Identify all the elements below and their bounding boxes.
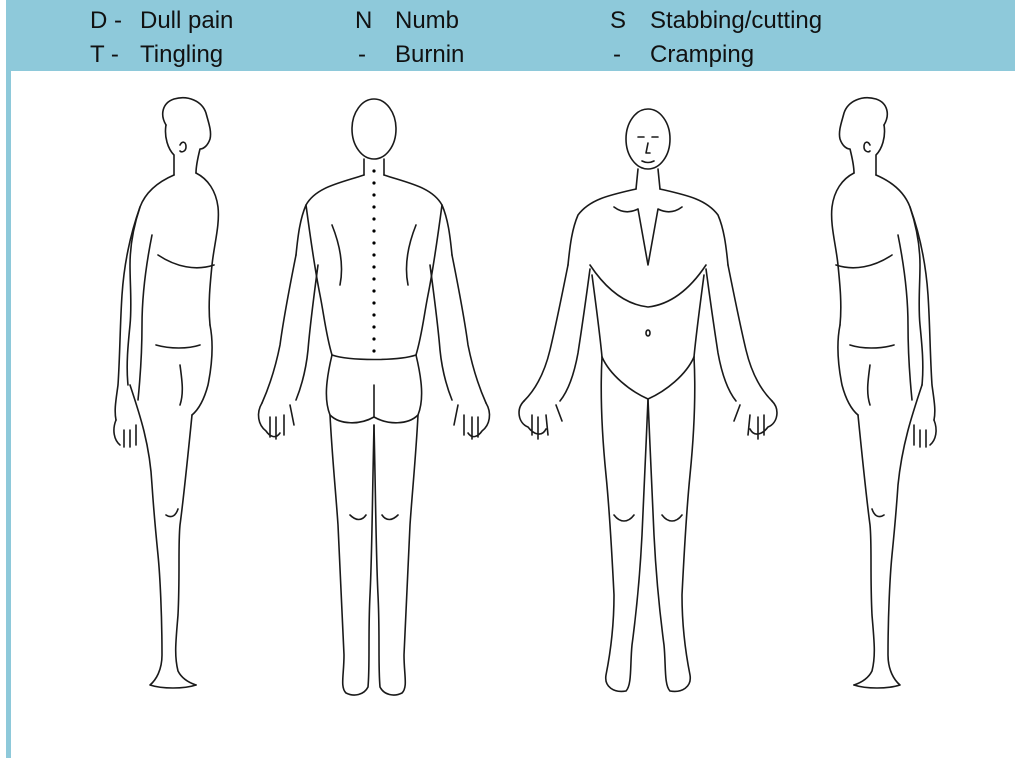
legend-label-burning: Burnin <box>395 41 464 69</box>
legend-code-cramping: - <box>613 41 621 69</box>
legend-label-stabbing: Stabbing/cutting <box>650 7 822 35</box>
legend-label-cramping: Cramping <box>650 41 754 69</box>
legend-code-numb: N <box>355 7 372 35</box>
legend-code-dull: D - <box>90 7 122 35</box>
body-figure-front <box>519 109 777 691</box>
body-figure-side-left <box>832 98 936 688</box>
legend-label-dull: Dull pain <box>140 7 233 35</box>
legend-code-stabbing: S <box>610 7 626 35</box>
legend-code-burning: - <box>358 41 366 69</box>
legend-label-numb: Numb <box>395 7 459 35</box>
legend-code-tingling: T - <box>90 41 119 69</box>
body-figure-back <box>259 99 490 695</box>
body-diagram <box>100 95 950 710</box>
spine-dots <box>372 169 375 352</box>
left-border <box>6 71 11 758</box>
legend-label-tingling: Tingling <box>140 41 223 69</box>
body-figure-side-right <box>114 98 218 688</box>
